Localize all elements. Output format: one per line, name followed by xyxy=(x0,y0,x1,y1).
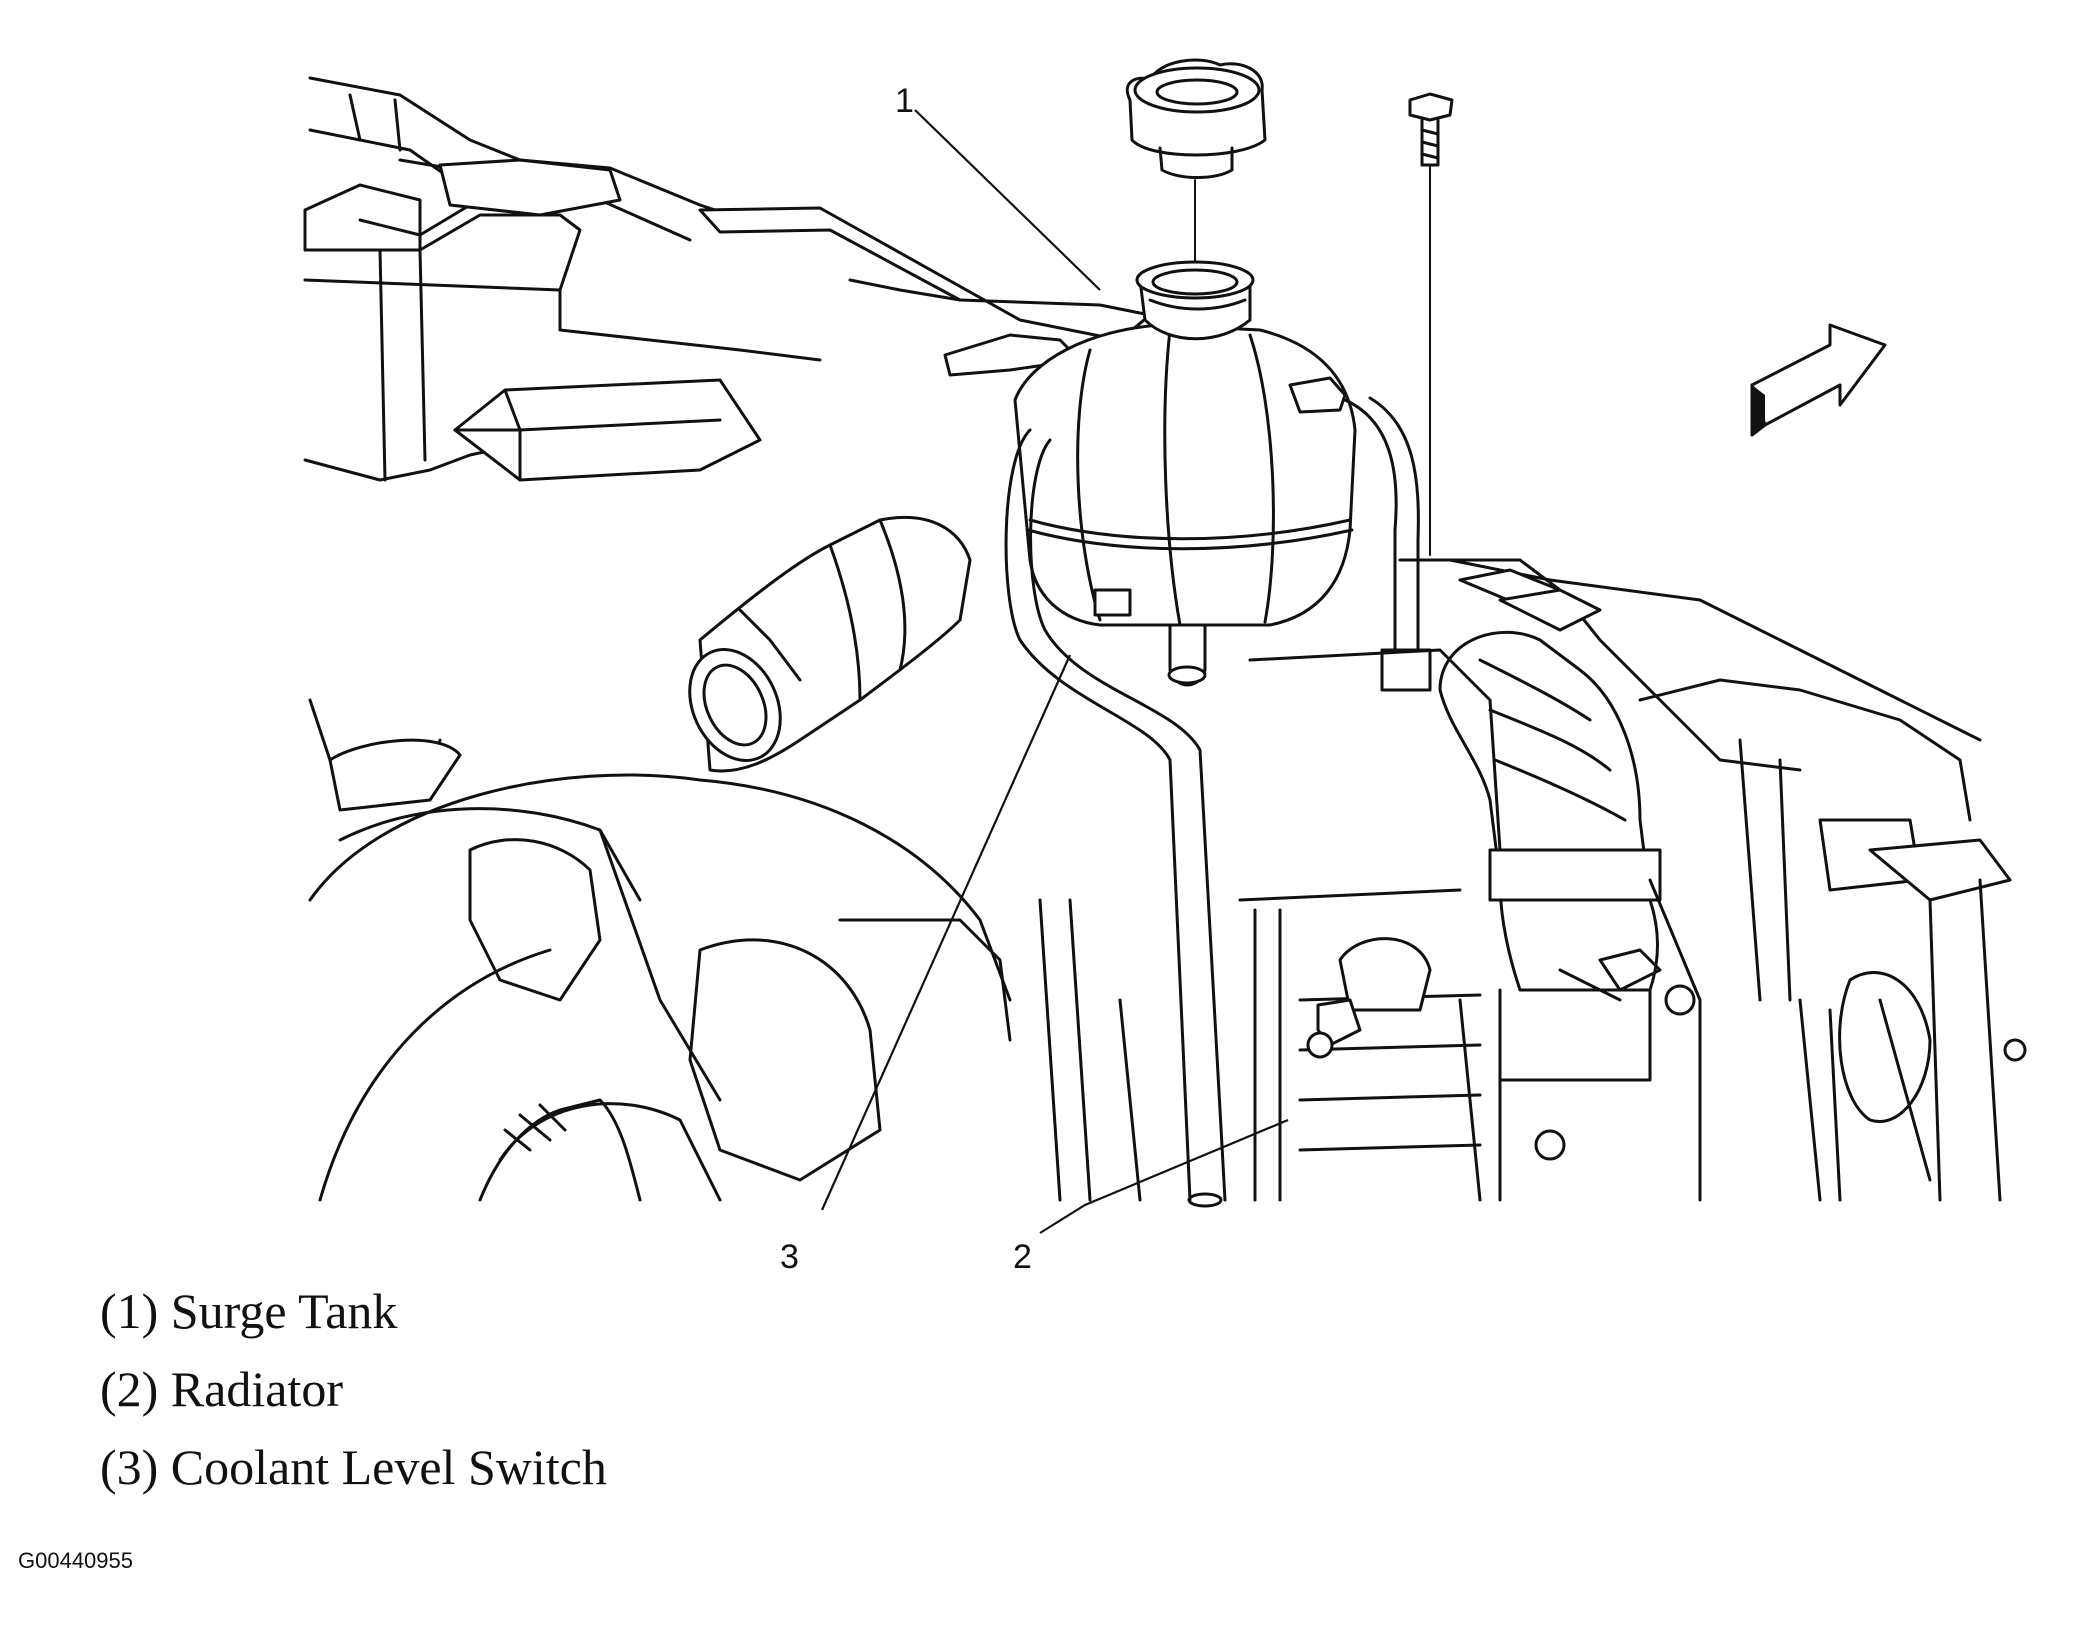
surge-tank-cap xyxy=(1126,58,1267,263)
fan-shroud-box xyxy=(453,378,762,482)
parts-legend: (1) Surge Tank (2) Radiator (3) Coolant … xyxy=(100,1272,607,1506)
legend-item-radiator: (2) Radiator xyxy=(100,1361,343,1417)
mounting-bolt xyxy=(1408,92,1454,556)
upper-radiator-hose xyxy=(688,515,972,773)
callout-number-1: 1 xyxy=(895,82,914,120)
callout-number-3: 3 xyxy=(780,1238,799,1276)
callout-leaders xyxy=(820,109,1289,1234)
right-frame-bracket xyxy=(1306,558,2027,1202)
callout-number-2: 2 xyxy=(1013,1238,1032,1276)
cooling-fan xyxy=(308,698,1142,1202)
lower-radiator-hose xyxy=(1438,630,1662,1082)
surge-tank xyxy=(1013,260,1357,687)
legend-item-surge-tank: (1) Surge Tank xyxy=(100,1283,398,1339)
legend-item-coolant-level-switch: (3) Coolant Level Switch xyxy=(100,1439,607,1495)
figure-id: G00440955 xyxy=(18,1548,133,1573)
radiator xyxy=(1238,648,1502,1202)
front-direction-arrow-icon xyxy=(1750,323,1887,437)
